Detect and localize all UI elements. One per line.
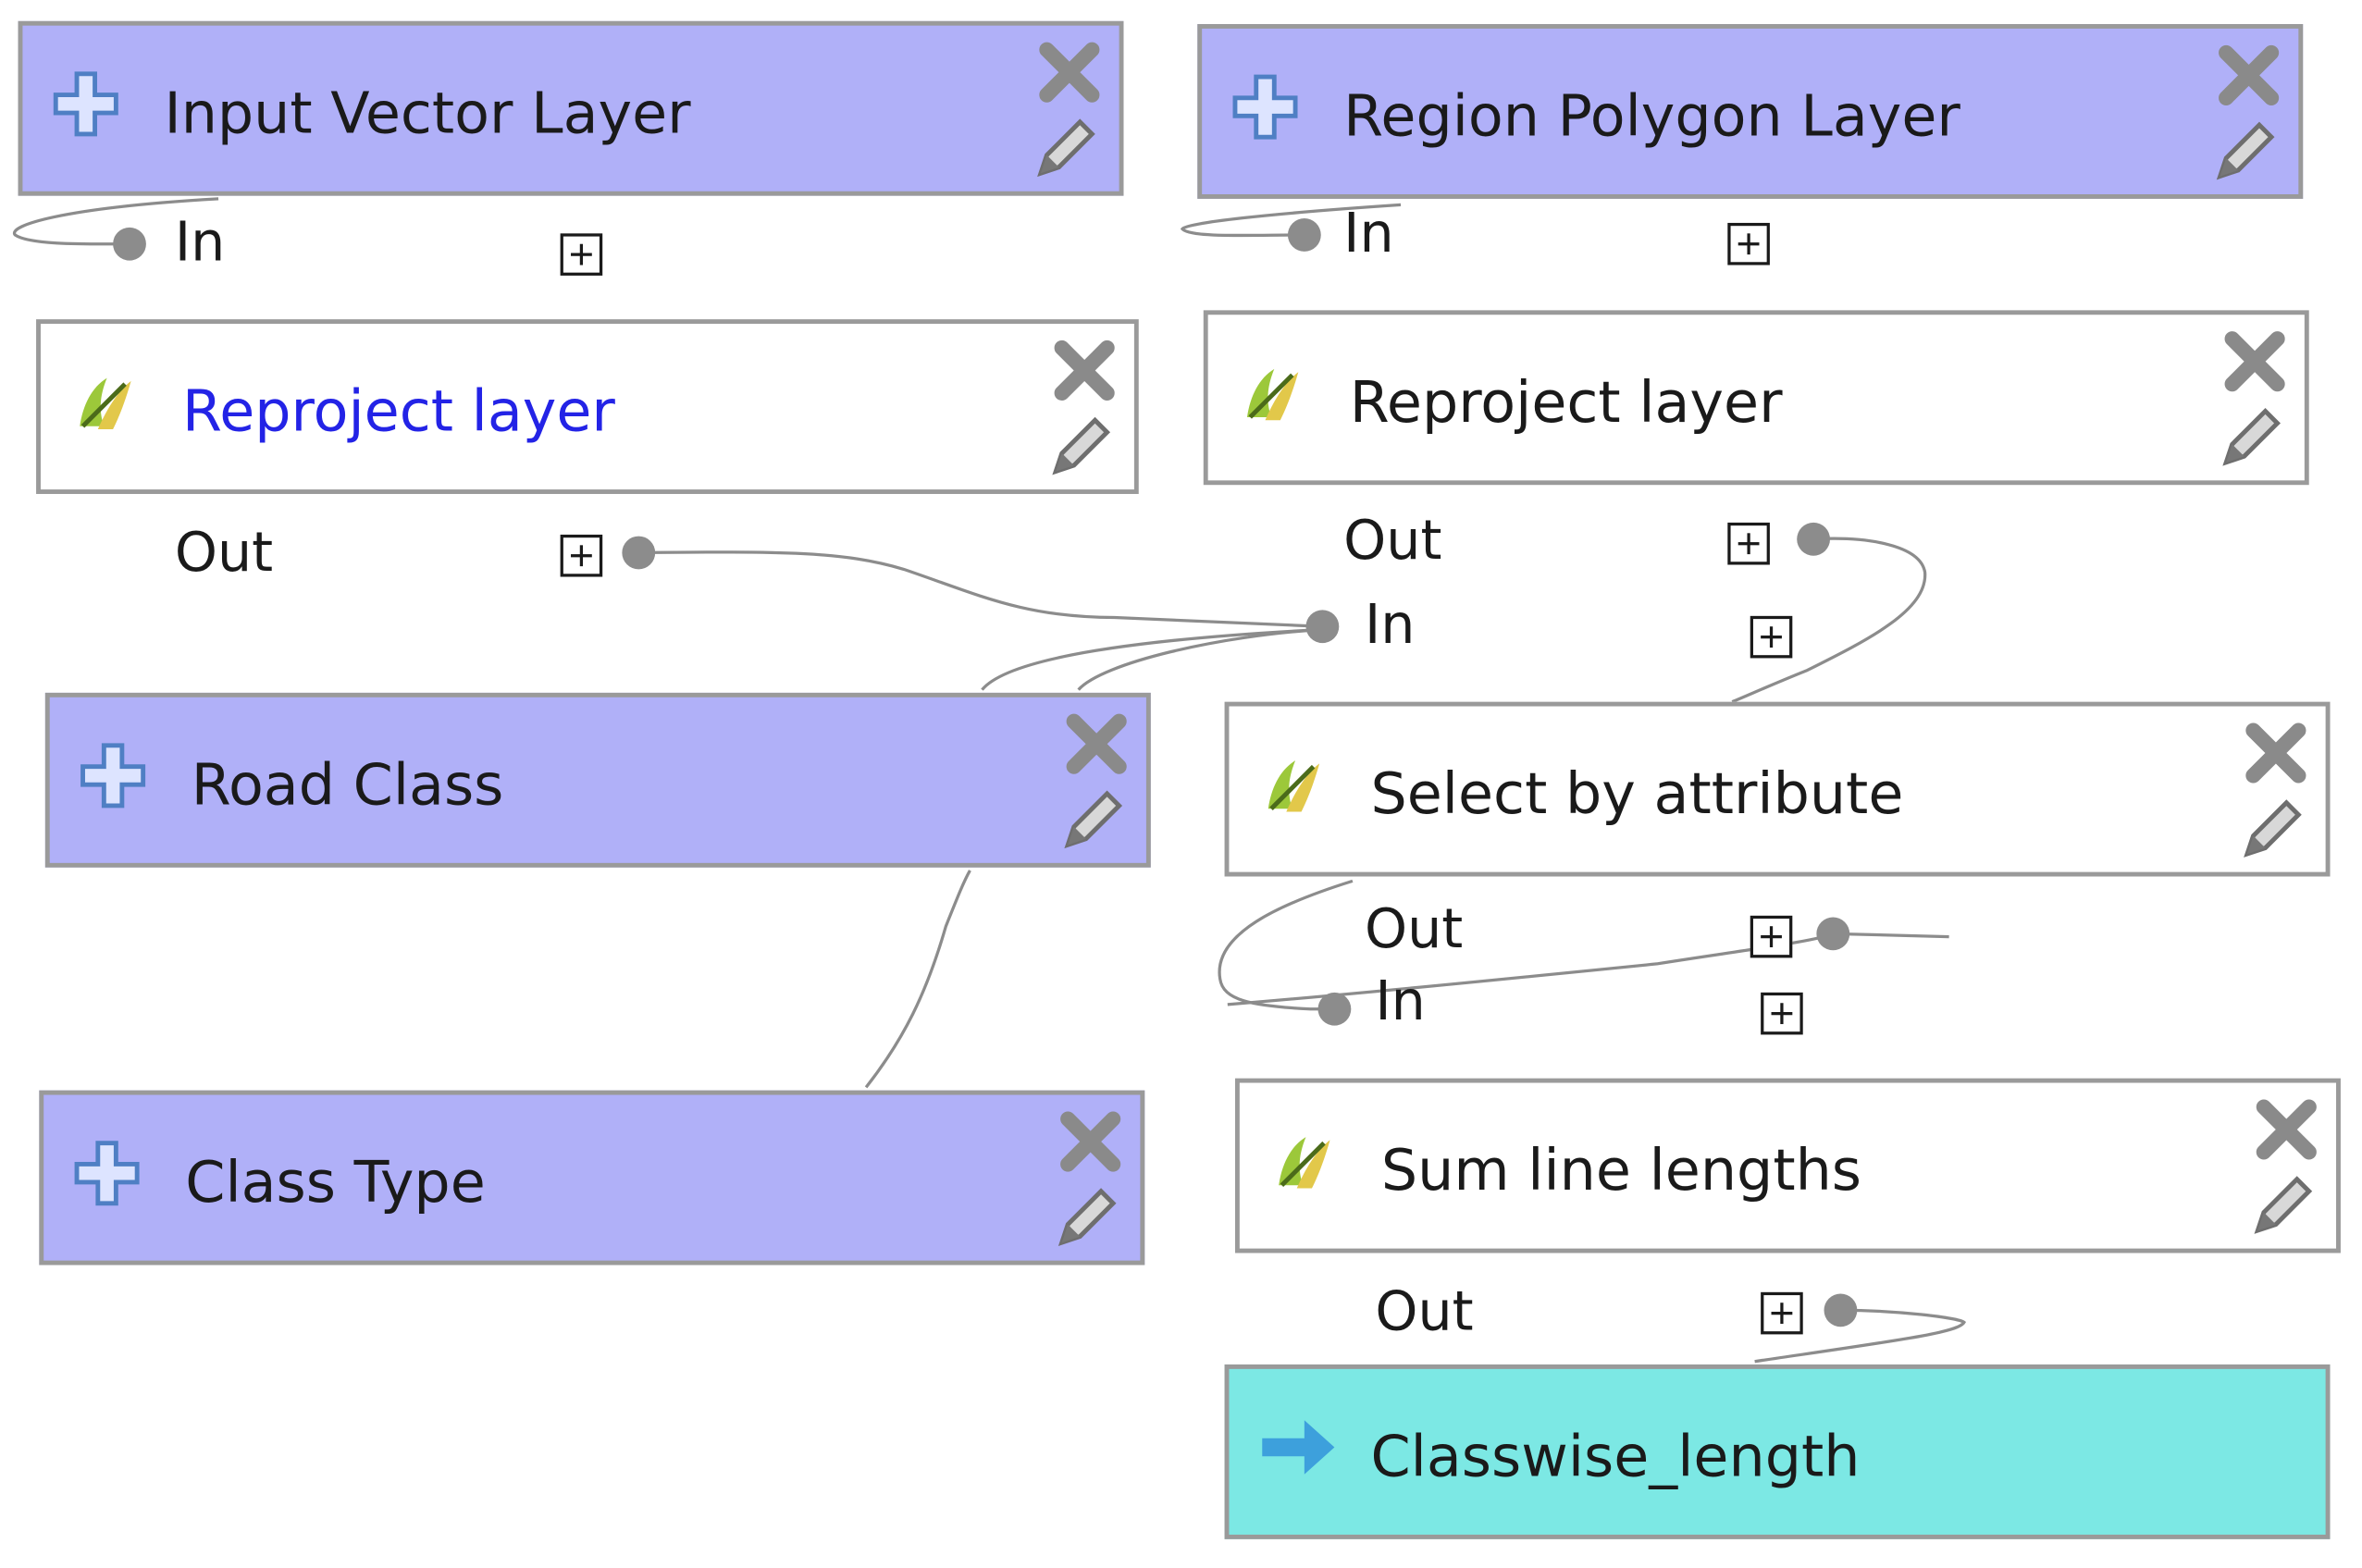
close-icon[interactable]: [2241, 719, 2310, 788]
pencil-icon[interactable]: [1029, 110, 1104, 185]
classwise-length-output-node[interactable]: Classwise_length: [1224, 1364, 2331, 1539]
wire-sum-to-output: [1754, 1308, 1967, 1364]
pencil-icon[interactable]: [1050, 1179, 1125, 1254]
in-port-label: In: [1364, 595, 1416, 657]
plus-icon: [80, 743, 146, 809]
node-title: Road Class: [191, 751, 504, 819]
close-icon[interactable]: [2252, 1095, 2321, 1165]
select-by-attribute-node[interactable]: Select by attribute: [1224, 701, 2331, 877]
port-dot: [1797, 522, 1831, 556]
class-type-node[interactable]: Class Type: [39, 1090, 1145, 1266]
wire-reproject-left-to-in: [638, 550, 1323, 628]
expand-button[interactable]: [1750, 915, 1793, 958]
wire-roadclass-to-in-2: [1077, 627, 1323, 691]
node-title: Region Polygon Layer: [1343, 82, 1960, 150]
wire-roadclass-to-in: [981, 627, 1323, 691]
qgis-algorithm-icon: [1268, 760, 1320, 812]
sum-line-lengths-node[interactable]: Sum line lengths: [1234, 1078, 2341, 1253]
node-title: Class Type: [185, 1149, 486, 1216]
wire-region-to-reproject: [1180, 203, 1402, 238]
pencil-icon[interactable]: [2208, 113, 2283, 188]
plus-icon: [1232, 74, 1298, 140]
expand-button[interactable]: [560, 233, 603, 276]
wire-select-out-loop: [1218, 879, 1354, 1011]
reproject-layer-node[interactable]: Reproject layer: [36, 319, 1139, 494]
pencil-icon[interactable]: [2235, 791, 2310, 866]
in-port-label: In: [1375, 971, 1426, 1033]
wire-reproject-right-to-select: [1731, 537, 1927, 704]
plus-icon: [53, 71, 118, 137]
node-title: Reproject layer: [181, 377, 615, 445]
node-title: Sum line lengths: [1380, 1137, 1862, 1204]
port-dot: [1287, 218, 1321, 252]
out-port-label: Out: [1375, 1281, 1474, 1344]
qgis-algorithm-icon: [1279, 1137, 1330, 1189]
pencil-icon[interactable]: [1044, 408, 1119, 483]
port-dot: [622, 536, 656, 570]
qgis-algorithm-icon: [1246, 368, 1299, 421]
region-polygon-layer-node[interactable]: Region Polygon Layer: [1197, 24, 2304, 199]
port-dot: [113, 227, 146, 261]
node-title: Classwise_length: [1370, 1423, 1861, 1490]
reproject-layer-node[interactable]: Reproject layer: [1203, 310, 2309, 486]
node-title: Input Vector Layer: [164, 80, 691, 146]
close-icon[interactable]: [1056, 1107, 1125, 1177]
close-icon[interactable]: [1062, 710, 1132, 779]
out-port-label: Out: [174, 522, 274, 585]
port-dot: [1317, 992, 1352, 1026]
expand-button[interactable]: [1727, 222, 1770, 265]
expand-button[interactable]: [1727, 522, 1770, 565]
expand-button[interactable]: [1761, 992, 1803, 1035]
pencil-icon[interactable]: [1056, 782, 1131, 857]
pencil-icon[interactable]: [2245, 1167, 2320, 1242]
in-port-label: In: [174, 212, 226, 275]
wire-input-vector-to-reproject: [12, 197, 219, 246]
out-port-label: Out: [1343, 510, 1442, 573]
expand-button[interactable]: [1750, 615, 1793, 659]
port-dot: [1816, 917, 1850, 951]
arrow-right-icon: [1262, 1420, 1335, 1475]
road-class-node[interactable]: Road Class: [44, 692, 1151, 868]
close-icon[interactable]: [1034, 38, 1104, 107]
close-icon[interactable]: [1050, 336, 1119, 405]
port-dot: [1824, 1293, 1858, 1327]
plus-icon: [74, 1141, 140, 1206]
port-dot: [1305, 610, 1340, 644]
close-icon[interactable]: [2220, 327, 2290, 396]
wire-classtype-to-in: [864, 870, 971, 1089]
node-title: Reproject layer: [1349, 368, 1783, 436]
close-icon[interactable]: [2214, 41, 2283, 110]
input-vector-layer-node[interactable]: Input Vector Layer: [18, 20, 1124, 196]
qgis-algorithm-icon: [80, 377, 131, 429]
node-title: Select by attribute: [1370, 760, 1904, 827]
pencil-icon[interactable]: [2214, 399, 2289, 474]
expand-button[interactable]: [560, 534, 603, 577]
out-port-label: Out: [1364, 898, 1464, 961]
expand-button[interactable]: [1761, 1291, 1803, 1335]
in-port-label: In: [1343, 203, 1394, 265]
